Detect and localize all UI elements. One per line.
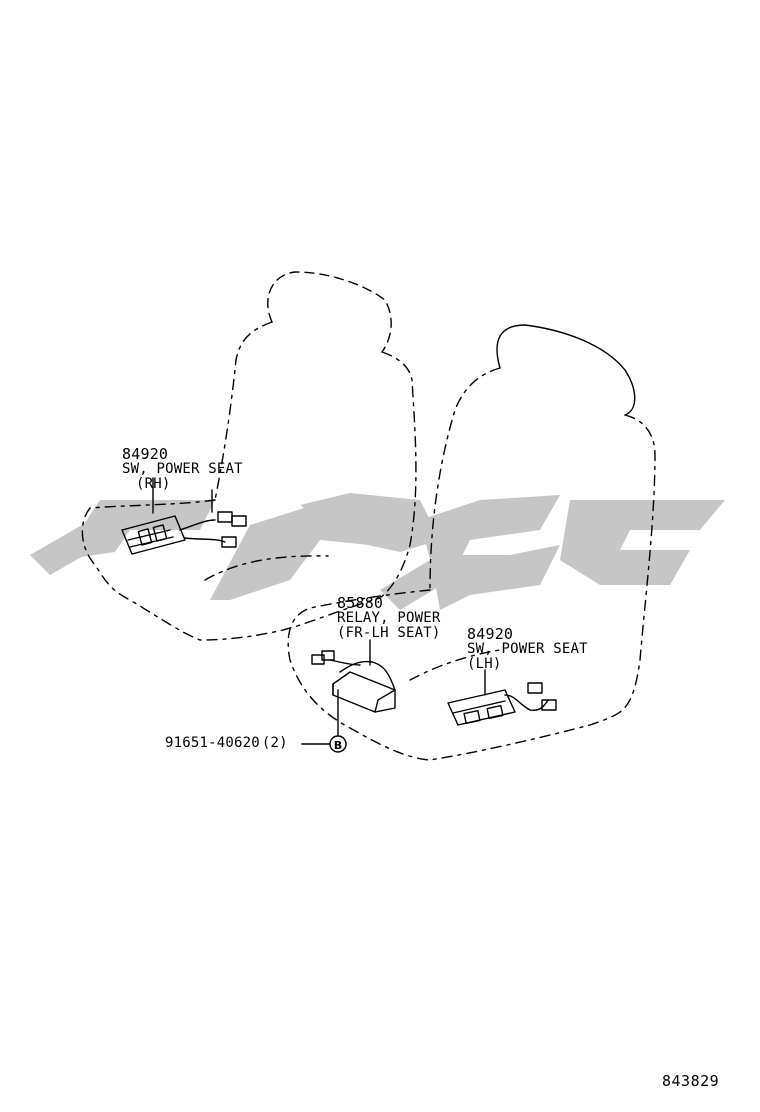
fastener-marker-circle [329, 735, 347, 753]
lh-seat-inner-line [409, 649, 501, 681]
rh-seat-inner-line [204, 555, 329, 581]
part-qualifier: (RH) [136, 476, 171, 492]
rh-seat-cushion-outline [81, 499, 381, 641]
diagram-reference-code: 843829 [662, 1072, 720, 1090]
rh-seat-back-outline [214, 321, 417, 599]
part-qualifier: (FR-LH SEAT) [337, 625, 441, 641]
callout-lh-switch: 84920 SW, POWER SEAT (LH) [467, 627, 588, 672]
rh-power-seat-switch [121, 477, 247, 555]
callout-relay: 85880 RELAY, POWER (FR-LH SEAT) [337, 596, 441, 641]
fastener-marker-letter: B [334, 739, 342, 752]
lh-seat-headrest-outline [496, 324, 636, 416]
fastener-quantity: (2) [261, 735, 288, 751]
fastener-part-number: 91651-40620 [165, 735, 260, 751]
part-name: SW, POWER SEAT [122, 461, 243, 477]
callout-fastener: 91651-40620(2) [165, 736, 288, 751]
rh-seat-headrest-outline [267, 271, 392, 353]
callout-rh-switch: 84920 SW, POWER SEAT (RH) [122, 447, 243, 492]
power-relay [311, 639, 396, 736]
part-qualifier: (LH) [467, 656, 502, 672]
lh-power-seat-switch [447, 669, 557, 726]
lh-seat-cushion-outline [287, 589, 621, 761]
part-name: RELAY, POWER [337, 610, 441, 626]
part-number: 85880 [337, 594, 384, 612]
watermark-logo [30, 493, 725, 610]
part-name: SW, POWER SEAT [467, 641, 588, 657]
lh-seat-back-outline [429, 367, 656, 713]
part-number: 84920 [122, 445, 169, 463]
part-number: 84920 [467, 625, 514, 643]
